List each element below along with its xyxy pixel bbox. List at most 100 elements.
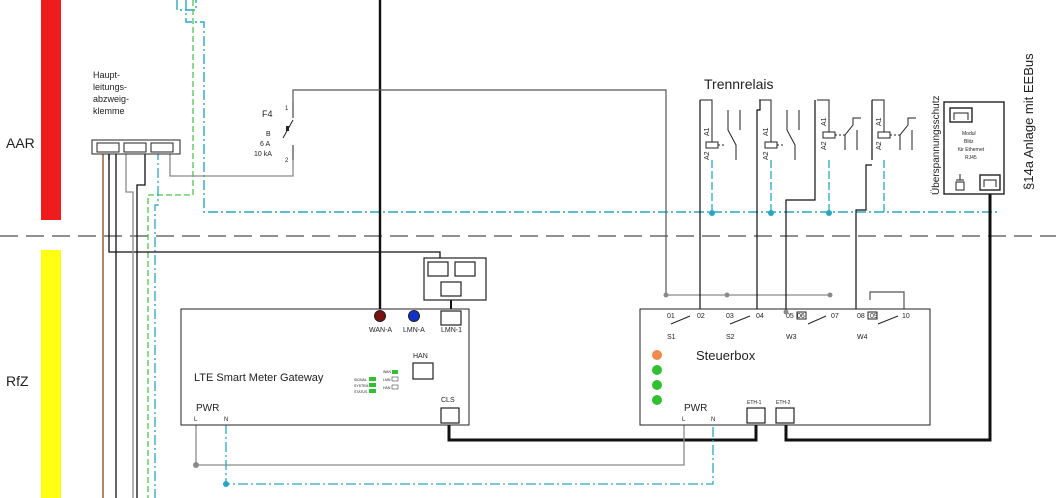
svg-text:A1: A1 [704,127,711,136]
pwr-l-gw [195,424,685,466]
gray-wire-fuse [169,150,294,177]
gray-wire-1 [125,150,134,498]
led-green-3 [652,395,662,405]
fuse-f4: F4 B 6 A 10 kA 1 2 [254,102,294,164]
rfz-zone-bar [41,250,61,498]
port-label-lmn-a: LMN-A [403,327,425,334]
svg-text:STATUS: STATUS [354,390,368,394]
svg-text:A2: A2 [763,151,770,160]
svg-text:08: 08 [857,313,865,320]
eth1-label: ETH-1 [747,400,762,406]
wan-a-port [374,310,386,322]
led-green-1 [652,365,662,375]
surge-module: Modul Blitz für Ethernet RJ45 [943,101,1005,195]
relay-2: A1 A2 [759,99,800,160]
led-orange [652,350,662,360]
eth2-port [775,407,795,424]
fuse-pin-top: 1 [285,106,289,112]
port-label-han: HAN [413,353,428,360]
svg-text:03: 03 [726,313,734,320]
lmn-1-port [440,310,462,326]
gray-wire-feed [292,89,667,295]
steuerbox-pwr-l: L [682,417,686,423]
cls-eth1-cable [447,424,758,442]
svg-text:A2: A2 [876,141,883,150]
eth1-port [746,407,766,424]
svg-text:Blitz: Blitz [964,139,974,145]
rfz-zone-label: RfZ [6,373,29,389]
svg-text:SIGNAL: SIGNAL [354,378,367,382]
aar-zone-label: AAR [6,135,35,151]
aar-zone-bar [41,0,61,220]
eth2-label: ETH-2 [776,400,791,406]
terminal-block-label-4: klemme [93,106,125,116]
lmn-a-port [408,310,420,322]
svg-text:A1: A1 [876,117,883,126]
switch-w3: W3 [786,334,797,341]
svg-text:LMN: LMN [383,378,391,382]
svg-text:A2: A2 [704,151,711,160]
relay-4: A1 A2 [872,99,916,150]
svg-text:A1: A1 [763,127,770,136]
svg-text:A1: A1 [821,117,828,126]
relay-title: Trennrelais [704,76,774,92]
fuse-rating-3: 10 kA [254,151,272,158]
port-label-cls: CLS [441,397,455,404]
svg-text:HAN: HAN [383,386,391,390]
steuerbox-pwr-n: N [711,417,715,423]
eebus-label: §14a Anlage mit EEBus [1021,53,1036,190]
pwr-n-gw [225,424,714,485]
svg-text:RJ45: RJ45 [965,155,977,161]
port-label-lmn-1: LMN-1 [441,327,462,334]
surge-label: Überspannungsschutz [930,95,942,195]
svg-text:10: 10 [902,313,910,320]
svg-text:02: 02 [697,313,705,320]
teal-wire-left [154,150,159,498]
fuse-rating-2: 6 A [260,141,270,148]
han-port [412,362,434,380]
switch-s2: S2 [726,334,735,341]
fuse-rating-1: B [266,131,271,138]
fuse-pin-bottom: 2 [285,158,289,164]
fuse-name: F4 [262,109,273,119]
svg-text:09: 09 [870,313,878,320]
gateway-pwr-n: N [224,417,228,423]
svg-text:01: 01 [667,313,675,320]
svg-text:WAN: WAN [383,370,392,374]
svg-text:für Ethernet: für Ethernet [958,147,985,153]
relay-1: A1 A2 [700,99,741,160]
terminal-block: Haupt- leitungs- abzweig- klemme [91,70,181,155]
switch-s1: S1 [667,334,676,341]
gateway-pwr: PWR [196,403,219,414]
green-wire-top [147,0,194,498]
svg-text:Modul: Modul [962,131,976,137]
steuerbox-pwr: PWR [684,403,707,414]
svg-text:04: 04 [756,313,764,320]
port-label-wan-a: WAN-A [369,327,392,334]
relay-3-feed [785,100,816,312]
black-wire-1 [108,150,441,258]
led-green-2 [652,380,662,390]
switch-w4: W4 [857,334,868,341]
teal-bus-main [185,0,1000,213]
cls-port [440,407,460,424]
gateway-title: LTE Smart Meter Gateway [194,372,324,384]
black-wire-3 [136,150,146,498]
lmn1-top-connector [423,257,487,301]
relay-3: A1 A2 [817,99,861,150]
svg-text:A2: A2 [821,141,828,150]
svg-text:07: 07 [831,313,839,320]
relay-4-feed [855,164,872,312]
terminal-block-label-3: abzweig- [93,94,129,104]
terminal-block-label-2: leitungs- [93,82,127,92]
steuerbox-title: Steuerbox [696,348,756,363]
svg-text:05: 05 [786,313,794,320]
terminal-block-label-1: Haupt- [93,70,120,80]
steuerbox: Steuerbox 01 02 03 04 05 06 07 08 09 10 … [639,308,931,426]
relay-2-feed [756,100,761,312]
eth2-eebus-cable [784,190,992,442]
svg-text:06: 06 [797,313,805,320]
steuerbox-10-wire [869,291,905,312]
gateway-pwr-l: L [194,417,198,423]
